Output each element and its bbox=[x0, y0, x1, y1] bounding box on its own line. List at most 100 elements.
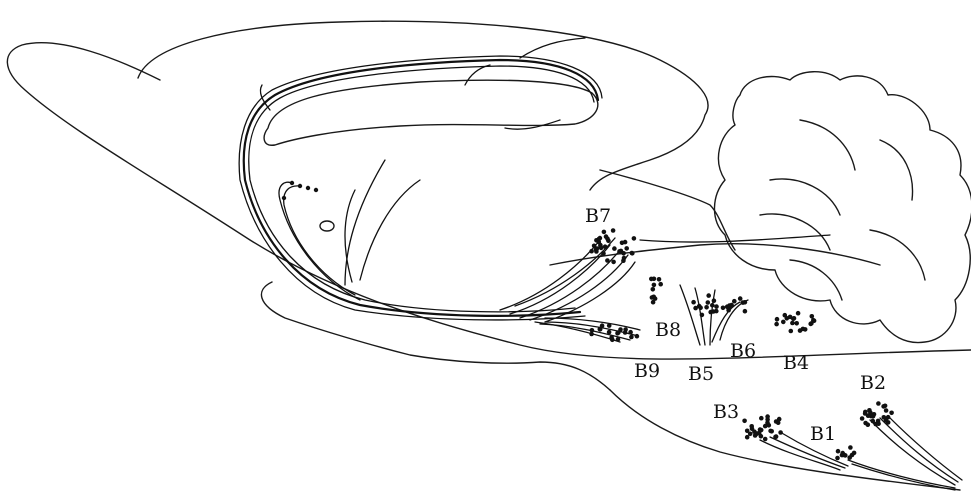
fiber-branch-f bbox=[465, 65, 490, 85]
neuron-dot bbox=[792, 316, 797, 321]
brainstem-outline bbox=[610, 390, 960, 490]
neuron-dot bbox=[789, 329, 794, 334]
neuron-dot bbox=[632, 236, 637, 241]
neuron-dot bbox=[658, 282, 663, 287]
fiber-inner-arc bbox=[279, 182, 360, 300]
label-b7: B7 bbox=[585, 205, 611, 227]
neuron-dot bbox=[749, 424, 754, 429]
neuron-dot bbox=[759, 416, 764, 421]
label-b5: B5 bbox=[688, 363, 714, 385]
neuron-dot bbox=[847, 455, 852, 460]
fiber-b2-1 bbox=[870, 420, 955, 485]
neuron-dot bbox=[618, 327, 623, 332]
neuron-dot bbox=[602, 230, 607, 235]
neuron-dot bbox=[727, 304, 732, 309]
neuron-dot bbox=[778, 430, 783, 435]
neuron-dot bbox=[741, 300, 746, 305]
neuron-dot bbox=[871, 419, 876, 424]
b2-dots bbox=[860, 401, 894, 427]
neuron-dot bbox=[742, 419, 747, 424]
neuron-dot bbox=[624, 246, 629, 251]
neuron-dot bbox=[607, 330, 612, 335]
neuron-dot bbox=[630, 251, 635, 256]
neuron-dot bbox=[704, 305, 709, 310]
neuron-dot bbox=[712, 298, 717, 303]
fiber-b7-1 bbox=[500, 240, 600, 310]
terminal-dot bbox=[306, 186, 310, 190]
neuron-dot bbox=[796, 311, 801, 316]
neuron-dot bbox=[886, 415, 891, 420]
neuron-dot bbox=[866, 422, 871, 427]
neuron-dot bbox=[765, 414, 770, 419]
neuron-dot bbox=[876, 421, 881, 426]
neuron-dot bbox=[604, 234, 609, 239]
neuron-dot bbox=[700, 313, 705, 318]
fiber-b1-1 bbox=[848, 460, 955, 488]
neuron-dot bbox=[757, 431, 762, 436]
neuron-dot bbox=[657, 277, 662, 282]
b3-dots bbox=[742, 414, 783, 441]
neuron-dot bbox=[721, 306, 726, 311]
brain-outlines bbox=[7, 21, 971, 490]
neuron-dot bbox=[611, 228, 616, 233]
label-b2: B2 bbox=[860, 372, 886, 394]
fiber-b2-2 bbox=[880, 418, 958, 482]
neuron-dot bbox=[651, 287, 656, 292]
neuron-dot bbox=[774, 322, 779, 327]
fiber-b2-3 bbox=[888, 416, 962, 480]
neuron-dot bbox=[708, 310, 713, 315]
b4-dots bbox=[774, 311, 816, 333]
neuron-dot bbox=[843, 453, 848, 458]
neuron-dot bbox=[763, 437, 768, 442]
neuron-dot bbox=[835, 456, 840, 461]
label-b9: B9 bbox=[634, 360, 660, 382]
neuron-dot bbox=[803, 327, 808, 332]
neuron-dot bbox=[868, 410, 873, 415]
label-b6: B6 bbox=[730, 340, 756, 362]
neuron-dot bbox=[738, 296, 743, 301]
neuron-dot bbox=[649, 277, 654, 282]
neuron-dot bbox=[714, 309, 719, 314]
label-b4: B4 bbox=[783, 352, 809, 374]
neuron-dot bbox=[860, 416, 865, 421]
neuron-dot bbox=[590, 328, 595, 333]
neuron-dot bbox=[652, 283, 657, 288]
neuron-dot bbox=[881, 404, 886, 409]
fiber-mfb-2 bbox=[239, 56, 602, 320]
neuron-dot bbox=[836, 449, 841, 454]
fiber-branch-b bbox=[360, 180, 420, 280]
fiber-b7-dorsal bbox=[640, 235, 830, 242]
fiber-b7-2 bbox=[510, 245, 610, 314]
neuron-dot bbox=[884, 408, 889, 413]
neuron-dot bbox=[781, 320, 786, 325]
neuron-dot bbox=[852, 451, 857, 456]
neuron-dot bbox=[732, 299, 737, 304]
neuron-dot bbox=[622, 256, 627, 261]
b9-dots bbox=[589, 323, 639, 342]
neuron-dot bbox=[848, 445, 853, 450]
cerebellum-outline bbox=[714, 72, 971, 343]
fiber-branch-a bbox=[345, 160, 385, 285]
neuron-dot bbox=[710, 303, 715, 308]
fiber-b7-3 bbox=[520, 250, 620, 318]
neuron-dot bbox=[794, 321, 799, 326]
neuron-dot bbox=[597, 240, 602, 245]
neuron-dot bbox=[691, 300, 696, 305]
neuron-dot bbox=[769, 429, 774, 434]
neuron-dot bbox=[621, 251, 626, 256]
label-b8: B8 bbox=[655, 319, 681, 341]
neuron-dot bbox=[612, 246, 617, 251]
fiber-branch-c bbox=[345, 190, 355, 282]
neuron-dot bbox=[617, 249, 622, 254]
cortex-outline bbox=[138, 21, 708, 190]
neuron-dot bbox=[743, 309, 748, 314]
neuron-dot bbox=[609, 335, 614, 340]
neuron-dot bbox=[628, 330, 633, 335]
corpus-callosum bbox=[264, 80, 598, 145]
neuron-dot bbox=[775, 317, 780, 322]
b1-dots bbox=[835, 445, 856, 460]
neuron-dot bbox=[629, 335, 634, 340]
neuron-dot bbox=[809, 321, 814, 326]
